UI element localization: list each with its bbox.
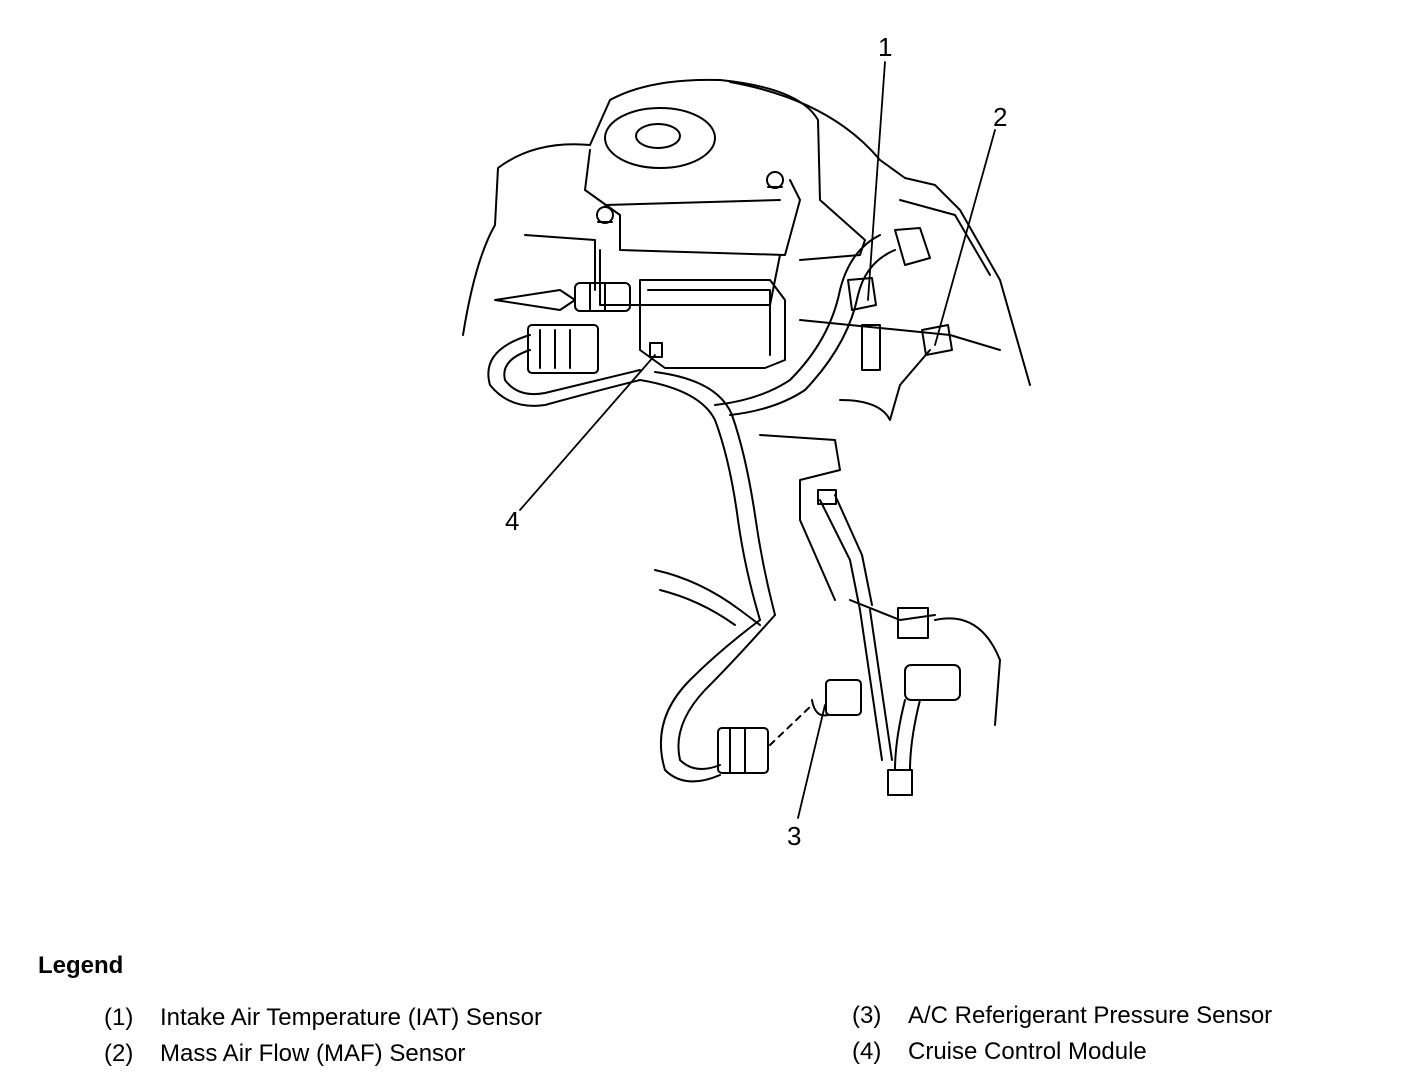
maf-sensor-area: [759, 177, 1031, 601]
legend-title: Legend: [38, 952, 124, 979]
legend-item-label: Cruise Control Module: [908, 1038, 1147, 1065]
ac-lines: [817, 489, 1001, 796]
leader-3: [797, 704, 826, 819]
air-cleaner-housing: [462, 78, 906, 336]
callout-3: 3: [787, 821, 801, 851]
legend-item-number: (4): [852, 1038, 882, 1065]
leader-2: [934, 129, 996, 346]
callout-2: 2: [993, 102, 1007, 132]
housing-bolts: [596, 171, 784, 224]
legend-item-iat: (1) Intake Air Temperature (IAT) Sensor: [104, 1004, 542, 1032]
legend-item-label: Mass Air Flow (MAF) Sensor: [160, 1040, 466, 1067]
cruise-control-module: [639, 279, 786, 369]
leader-4: [519, 354, 656, 511]
legend-item-number: (2): [104, 1040, 134, 1067]
leader-1: [867, 61, 886, 301]
legend-item-label: Intake Air Temperature (IAT) Sensor: [160, 1004, 542, 1031]
legend-item-maf: (2) Mass Air Flow (MAF) Sensor: [104, 1040, 465, 1068]
legend-item-number: (1): [104, 1004, 134, 1031]
callout-1: 1: [878, 32, 892, 62]
iat-harness: [487, 282, 641, 407]
legend-item-number: (3): [852, 1002, 882, 1029]
legend-item-label: A/C Referigerant Pressure Sensor: [908, 1002, 1273, 1029]
engine-bay-line-drawing: 1 2 3 4: [462, 32, 1031, 851]
legend-item-ac-pressure: (3) A/C Referigerant Pressure Sensor: [852, 1002, 1272, 1030]
legend-item-cruise-control: (4) Cruise Control Module: [852, 1038, 1147, 1066]
main-wiring-harness: [639, 234, 896, 783]
callout-4: 4: [505, 506, 519, 536]
callout-leaders: [519, 61, 996, 819]
ac-pressure-sensor-assembly: [717, 679, 862, 774]
